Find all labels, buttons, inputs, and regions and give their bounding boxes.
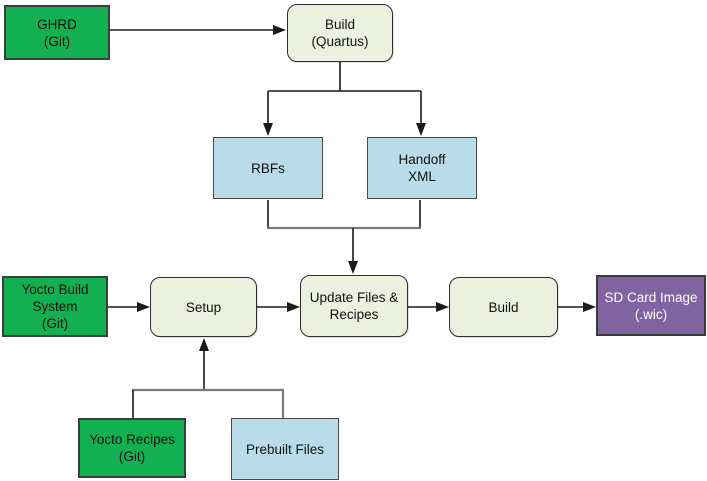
node-yocto-recipes-label: Yocto Recipes (Git)	[89, 432, 175, 464]
node-update-files-recipes-label: Update Files & Recipes	[309, 290, 399, 322]
node-build-yocto-label: Build	[488, 299, 519, 315]
connector-build-to-sd-card-image	[558, 302, 596, 312]
connector-setup-to-update-files	[257, 302, 300, 312]
node-sd-card-image: SD Card Image (.wic)	[596, 275, 706, 336]
connector-outputs-to-update-files	[267, 200, 421, 274]
connector-ghrd-to-build-quartus	[110, 25, 286, 35]
node-sd-card-image-label: SD Card Image (.wic)	[604, 289, 698, 322]
node-handoff-xml: Handoff XML	[367, 137, 477, 199]
node-yocto-build-system-label: Yocto Build System (Git)	[21, 282, 89, 331]
node-prebuilt-files-label: Prebuilt Files	[245, 441, 325, 457]
node-update-files-recipes: Update Files & Recipes	[300, 275, 408, 337]
node-setup: Setup	[150, 277, 257, 337]
node-ghrd: GHRD (Git)	[4, 5, 110, 60]
node-handoff-xml-label: Handoff XML	[398, 152, 446, 184]
node-prebuilt-files: Prebuilt Files	[231, 418, 339, 480]
node-build-quartus-label: Build (Quartus)	[311, 17, 369, 49]
node-yocto-build-system: Yocto Build System (Git)	[2, 276, 108, 337]
node-build-quartus: Build (Quartus)	[287, 4, 393, 62]
node-setup-label: Setup	[185, 299, 222, 315]
connector-yocto-build-system-to-setup	[108, 302, 150, 312]
node-rbfs-label: RBFs	[251, 160, 285, 176]
node-yocto-recipes: Yocto Recipes (Git)	[78, 418, 186, 478]
connector-inputs-to-setup	[132, 338, 285, 418]
node-build-yocto: Build	[449, 277, 558, 337]
connector-update-files-to-build	[408, 302, 449, 312]
node-rbfs: RBFs	[213, 137, 323, 199]
connector-build-quartus-to-outputs	[263, 62, 426, 136]
node-ghrd-label: GHRD (Git)	[37, 16, 77, 49]
